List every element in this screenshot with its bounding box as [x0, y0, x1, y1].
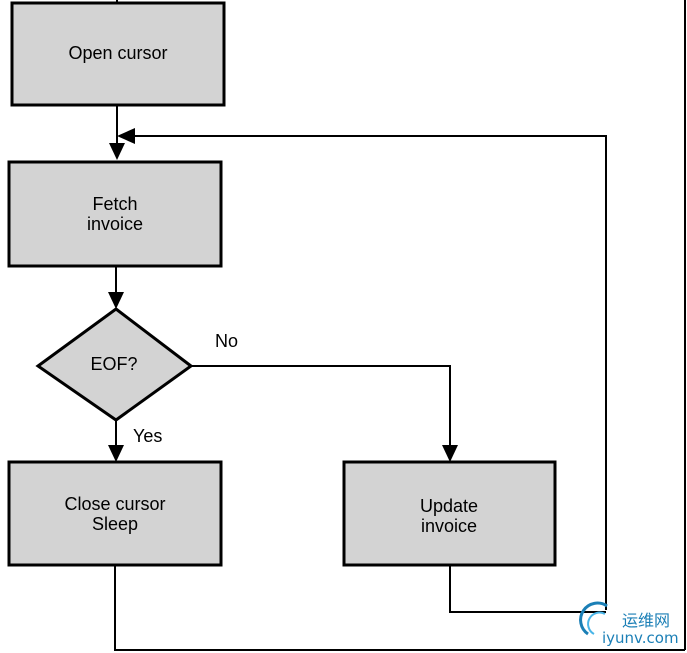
watermark-site-cn: 运维网 — [622, 611, 670, 630]
arrowhead-close — [108, 445, 124, 462]
connector-update-to-loop — [449, 565, 606, 613]
loop-back-line — [125, 135, 607, 610]
arrowhead-fetch — [109, 143, 125, 160]
arrowhead-eof — [108, 292, 124, 309]
arrowhead-loop-back — [117, 128, 135, 144]
eof-decision-label: EOF? — [90, 354, 137, 374]
update-invoice-label-line1: Update — [420, 496, 478, 516]
fetch-invoice-label-line1: Fetch — [92, 194, 137, 214]
update-invoice-box: Update invoice — [342, 460, 557, 567]
watermark-site-url: iyunv.com — [602, 629, 679, 647]
fetch-invoice-label-line2: invoice — [87, 214, 143, 234]
arrowhead-update — [442, 445, 458, 462]
connector-eof-to-update — [191, 365, 451, 446]
open-cursor-box: Open cursor — [10, 1, 226, 107]
update-invoice-label-line2: invoice — [421, 516, 477, 536]
edge-label-yes: Yes — [133, 426, 162, 446]
connector-close-to-bottom — [114, 565, 685, 651]
eof-decision-diamond: EOF? — [35, 307, 194, 422]
watermark-logo: 运维网 iyunv.com — [579, 601, 679, 647]
open-cursor-label: Open cursor — [68, 43, 167, 63]
close-cursor-box: Close cursor Sleep — [7, 460, 223, 567]
close-cursor-label-line2: Sleep — [92, 514, 138, 534]
edge-label-no: No — [215, 331, 238, 351]
fetch-invoice-box: Fetch invoice — [7, 160, 223, 268]
close-cursor-label-line1: Close cursor — [64, 494, 165, 514]
